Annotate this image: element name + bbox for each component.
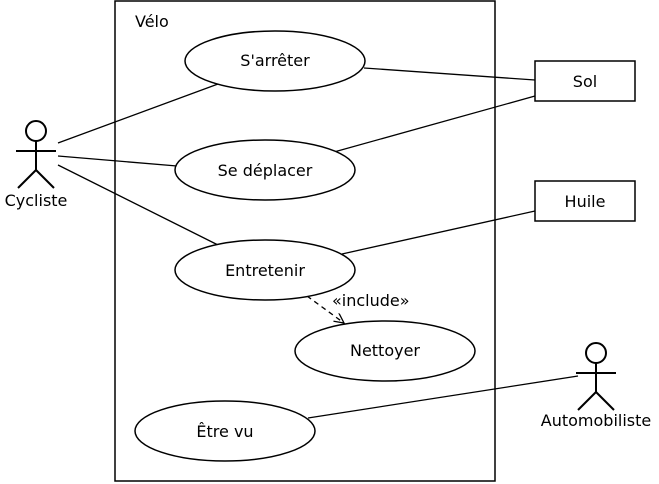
- use-case-sarreter-label: S'arrêter: [240, 51, 310, 70]
- use-case-entretenir-label: Entretenir: [225, 261, 305, 280]
- entity-huile-label: Huile: [565, 192, 606, 211]
- actor-cycliste[interactable]: Cycliste: [5, 120, 68, 210]
- entity-sol-label: Sol: [573, 72, 597, 91]
- assoc-cycliste-entretenir: [57, 164, 219, 246]
- use-case-nettoyer[interactable]: Nettoyer: [294, 320, 476, 382]
- assoc-cycliste-se-deplacer: [57, 155, 178, 167]
- entity-huile-box: [534, 180, 636, 222]
- use-case-etre-vu-label: Être vu: [196, 422, 253, 441]
- use-case-nettoyer-ellipse: [294, 320, 476, 382]
- include-arrow: [306, 295, 344, 323]
- use-case-etre-vu-ellipse: [134, 400, 316, 462]
- assoc-etre-vu-automobiliste: [307, 375, 579, 419]
- use-case-sarreter-ellipse: [184, 30, 366, 92]
- use-case-entretenir-ellipse: [174, 239, 356, 301]
- actor-automobiliste-label: Automobiliste: [541, 411, 651, 430]
- use-case-se-deplacer-ellipse: [174, 139, 356, 201]
- assoc-se-deplacer-sol: [333, 95, 536, 153]
- actor-cycliste-label: Cycliste: [5, 191, 68, 210]
- actor-automobiliste[interactable]: Automobiliste: [541, 342, 651, 430]
- stick-figure-icon: [16, 120, 56, 189]
- entity-sol[interactable]: Sol: [534, 60, 636, 102]
- use-case-entretenir[interactable]: Entretenir: [174, 239, 356, 301]
- assoc-entretenir-huile: [341, 210, 536, 255]
- entity-huile[interactable]: Huile: [534, 180, 636, 222]
- stick-figure-icon: [576, 342, 616, 411]
- include-label: «include»: [332, 291, 410, 310]
- use-case-nettoyer-label: Nettoyer: [350, 341, 420, 360]
- assoc-sarreter-sol: [363, 67, 536, 81]
- system-title: Vélo: [135, 12, 169, 31]
- associations: [57, 67, 579, 419]
- use-case-se-deplacer-label: Se déplacer: [218, 161, 313, 180]
- use-case-etre-vu[interactable]: Être vu: [134, 400, 316, 462]
- system-boundary: [114, 0, 496, 482]
- use-case-se-deplacer[interactable]: Se déplacer: [174, 139, 356, 201]
- assoc-cycliste-sarreter: [57, 83, 219, 144]
- entity-sol-box: [534, 60, 636, 102]
- use-case-sarreter[interactable]: S'arrêter: [184, 30, 366, 92]
